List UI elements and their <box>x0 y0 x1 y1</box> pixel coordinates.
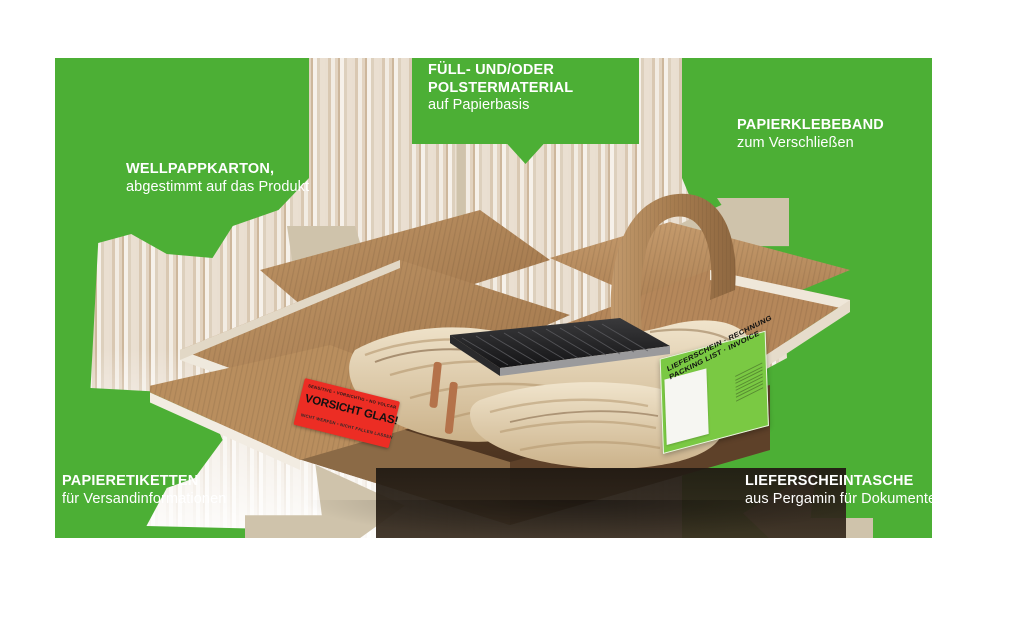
callout-papieretiketten: PAPIERETIKETTEN für Versandinformationen <box>62 473 226 508</box>
callout-lieferscheintasche-title: LIEFERSCHEINTASCHE <box>745 473 914 489</box>
callout-wellpappkarton-title: WELLPAPPKARTON, <box>126 161 275 177</box>
cardboard-box-illustration <box>150 150 870 550</box>
floor-shadow <box>300 500 860 540</box>
callout-lieferscheintasche-subtitle: aus Pergamin für Dokumente <box>745 490 937 507</box>
callout-fuellmaterial-title-line1: FÜLL- UND/ODER <box>428 62 555 78</box>
callout-fuellmaterial-title-line2: POLSTERMATERIAL <box>428 79 574 96</box>
callout-wellpappkarton: WELLPAPPKARTON, abgestimmt auf das Produ… <box>126 161 309 196</box>
paper-tape-handle <box>610 193 736 335</box>
packed-product <box>429 318 670 434</box>
callout-fuellmaterial: FÜLL- UND/ODER POLSTERMATERIAL auf Papie… <box>428 62 573 115</box>
box-base-shadow <box>376 468 846 538</box>
callout-lieferscheintasche: LIEFERSCHEINTASCHE aus Pergamin für Doku… <box>745 473 936 508</box>
callout-papierklebeband: PAPIERKLEBEBAND zum Verschließen <box>737 117 884 152</box>
callout-papierklebeband-subtitle: zum Verschließen <box>737 134 854 151</box>
callout-papieretiketten-title: PAPIERETIKETTEN <box>62 473 199 489</box>
callout-papierklebeband-title: PAPIERKLEBEBAND <box>737 117 884 133</box>
callout-papieretiketten-subtitle: für Versandinformationen <box>62 490 227 507</box>
product-copper-legs <box>429 361 458 434</box>
callout-fuellmaterial-subtitle: auf Papierbasis <box>428 97 530 114</box>
callout-wellpappkarton-subtitle: abgestimmt auf das Produkt <box>126 178 310 195</box>
